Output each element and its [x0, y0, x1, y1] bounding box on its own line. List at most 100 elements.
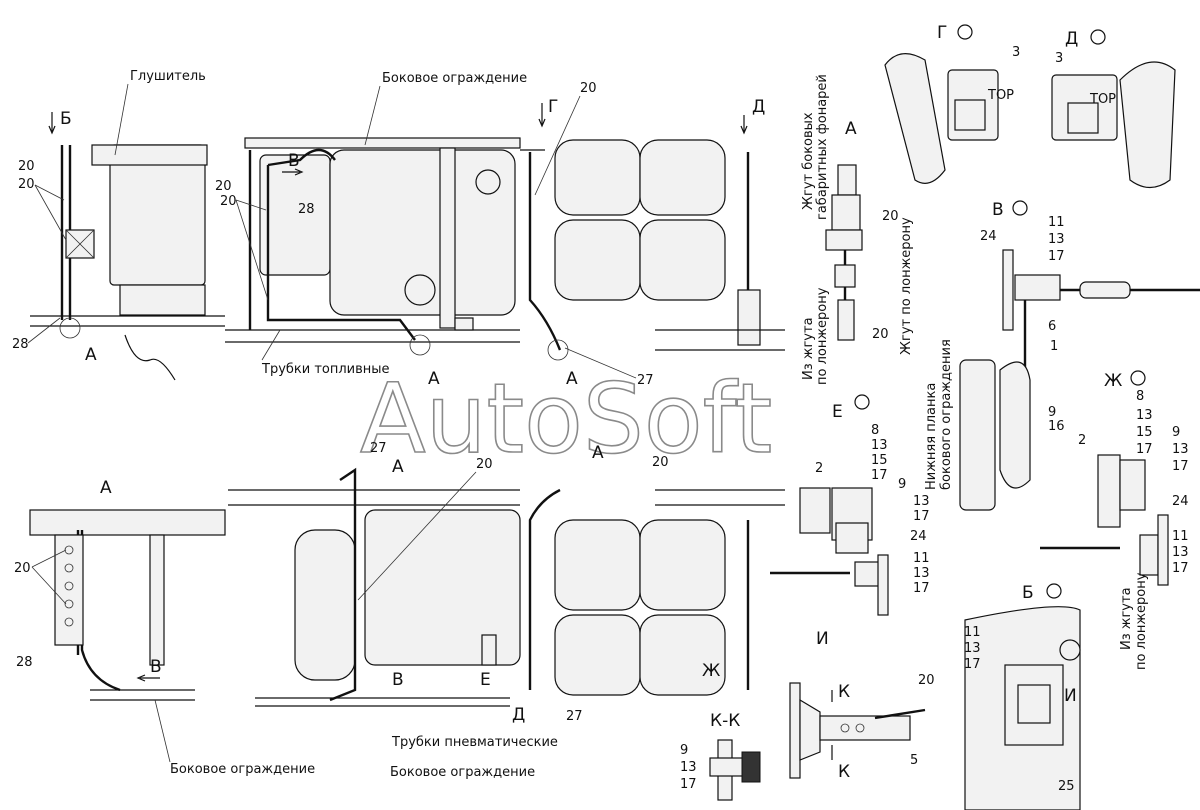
view-zh-assembly — [1040, 454, 1169, 586]
svg-text:24: 24 — [910, 529, 927, 544]
view-i-assembly — [789, 682, 926, 779]
svg-text:17: 17 — [913, 581, 930, 596]
svg-text:17: 17 — [680, 777, 697, 792]
tank-fill — [404, 274, 436, 306]
svg-text:20: 20 — [14, 561, 31, 576]
svg-text:9: 9 — [680, 743, 688, 758]
svg-text:А: А — [592, 443, 604, 463]
svg-text:20: 20 — [215, 179, 232, 194]
svg-text:И: И — [1064, 686, 1077, 706]
svg-text:13: 13 — [1048, 232, 1065, 247]
bottom-tank-view — [228, 467, 521, 707]
svg-text:25: 25 — [1058, 779, 1075, 794]
svg-text:15: 15 — [871, 453, 888, 468]
svg-text:TOP: TOP — [1089, 92, 1116, 107]
svg-text:А: А — [845, 119, 857, 139]
svg-text:11: 11 — [1172, 529, 1189, 544]
svg-text:Из жгута: Из жгута — [1119, 587, 1134, 650]
label-side-guard-top: Боковое ограждение — [382, 71, 527, 86]
svg-text:Е: Е — [832, 402, 843, 422]
svg-text:11: 11 — [913, 551, 930, 566]
svg-text:28: 28 — [12, 337, 29, 352]
svg-text:20: 20 — [220, 194, 237, 209]
svg-text:24: 24 — [1172, 494, 1189, 509]
bottom-left-view — [29, 509, 226, 701]
bracket-bottom — [528, 488, 561, 690]
svg-text:9: 9 — [1048, 405, 1056, 420]
harness-top — [267, 148, 336, 167]
svg-text:габаритных фонарей: габаритных фонарей — [815, 74, 830, 220]
view-g-lamp — [884, 53, 999, 184]
svg-text:В: В — [150, 657, 162, 677]
svg-text:Д: Д — [512, 705, 525, 725]
svg-text:28: 28 — [298, 202, 315, 217]
view-e-assembly — [770, 487, 889, 616]
muffler-cap — [91, 144, 208, 166]
view-b-arrow: Б — [60, 109, 72, 129]
view-d-lamp — [1051, 61, 1176, 189]
fuel-tank — [329, 149, 516, 316]
svg-text:13: 13 — [1172, 545, 1189, 560]
svg-text:17: 17 — [913, 509, 930, 524]
svg-text:2: 2 — [1078, 433, 1086, 448]
svg-text:8: 8 — [871, 423, 879, 438]
svg-text:Б: Б — [1022, 583, 1034, 603]
svg-text:17: 17 — [1048, 249, 1065, 264]
svg-text:Д: Д — [1065, 29, 1078, 49]
svg-text:Из жгута: Из жгута — [801, 317, 816, 380]
svg-text:А: А — [392, 457, 404, 477]
svg-text:8: 8 — [1136, 389, 1144, 404]
svg-text:В: В — [992, 200, 1004, 220]
muffler-base — [119, 284, 206, 316]
svg-text:1: 1 — [1050, 339, 1058, 354]
svg-text:20: 20 — [580, 81, 597, 96]
svg-text:5: 5 — [910, 753, 918, 768]
muffler-body — [109, 144, 206, 286]
svg-text:15: 15 — [1136, 425, 1153, 440]
view-kk-assembly — [709, 739, 761, 801]
svg-text:6: 6 — [1048, 319, 1056, 334]
battery-box — [259, 154, 331, 276]
bracket-g — [528, 152, 562, 351]
svg-text:20: 20 — [18, 177, 35, 192]
svg-text:В: В — [288, 151, 300, 171]
svg-text:TOP: TOP — [987, 88, 1014, 103]
svg-text:9: 9 — [898, 477, 906, 492]
label-muffler: Глушитель — [130, 69, 206, 84]
svg-text:К: К — [838, 762, 850, 782]
svg-text:13: 13 — [1136, 408, 1153, 423]
detail-circle-a2 — [409, 334, 431, 356]
wheels-top — [520, 139, 785, 361]
svg-text:Боковое ограждение: Боковое ограждение — [390, 765, 535, 780]
svg-text:В: В — [392, 670, 404, 690]
svg-text:11: 11 — [964, 625, 981, 640]
svg-text:20: 20 — [476, 457, 493, 472]
svg-text:20: 20 — [18, 159, 35, 174]
svg-text:28: 28 — [16, 655, 33, 670]
muffler-view — [30, 144, 225, 381]
svg-text:11: 11 — [1048, 215, 1065, 230]
svg-text:К-К: К-К — [710, 711, 740, 731]
svg-text:20: 20 — [872, 327, 889, 342]
svg-text:27: 27 — [637, 373, 654, 388]
svg-text:Жгут боковых: Жгут боковых — [801, 112, 816, 210]
svg-text:27: 27 — [370, 441, 387, 456]
svg-text:Жгут по лонжерону: Жгут по лонжерону — [899, 217, 914, 355]
harness-bottom — [329, 467, 357, 702]
svg-text:А: А — [85, 345, 97, 365]
svg-text:13: 13 — [964, 641, 981, 656]
svg-text:13: 13 — [913, 566, 930, 581]
svg-text:Г: Г — [548, 97, 558, 117]
svg-text:3: 3 — [1012, 45, 1020, 60]
svg-text:Ж: Ж — [1104, 371, 1122, 391]
svg-text:17: 17 — [871, 468, 888, 483]
svg-text:9: 9 — [1172, 425, 1180, 440]
view-a-harness — [825, 164, 863, 341]
side-guard-top — [244, 137, 521, 149]
svg-text:Д: Д — [752, 97, 765, 117]
svg-text:16: 16 — [1048, 419, 1065, 434]
svg-text:17: 17 — [1136, 442, 1153, 457]
break-line — [124, 334, 176, 381]
